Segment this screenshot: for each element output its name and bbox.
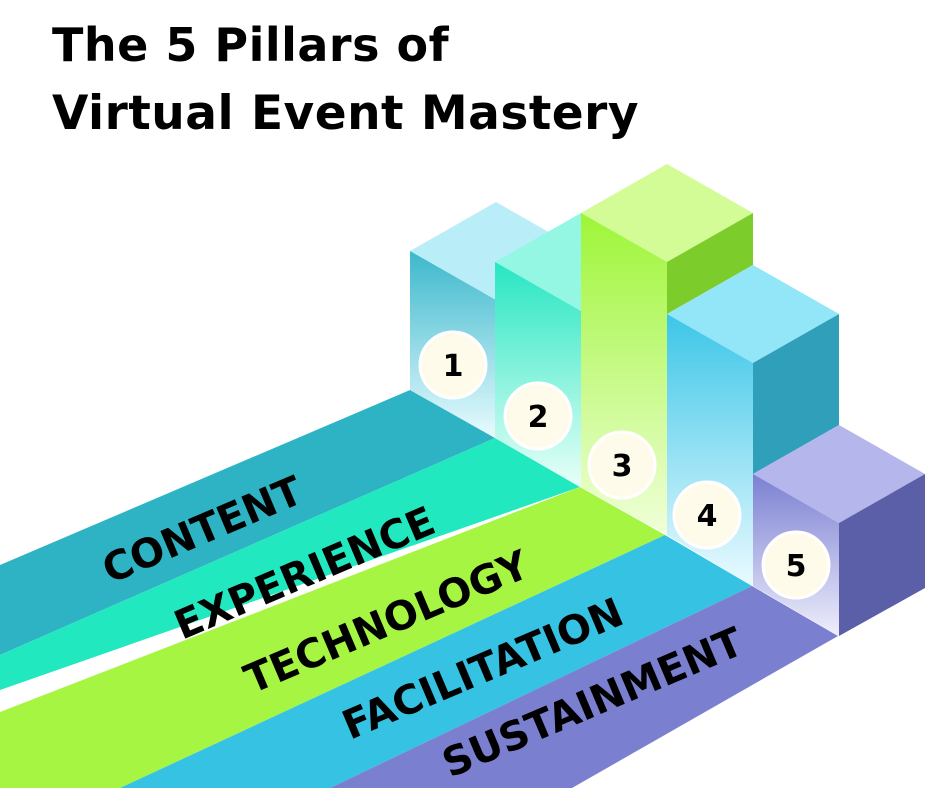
pillar-2-number: 2 [503, 381, 573, 451]
strip-sustainment [330, 586, 838, 788]
pillar-3-number: 3 [587, 430, 657, 500]
title-line-1: The 5 Pillars of [52, 18, 450, 72]
pillar-1-number: 1 [418, 330, 488, 400]
pillar-5-number: 5 [761, 530, 831, 600]
pillar-4-number: 4 [672, 480, 742, 550]
pillar-1-number-text: 1 [443, 349, 464, 384]
pillar-5-side [839, 474, 925, 636]
pillar-5-number-text: 5 [786, 549, 807, 584]
pillar-3-number-text: 3 [612, 449, 633, 484]
pillar-4-side [753, 314, 839, 474]
strip-technology [0, 487, 665, 788]
pillar-3-side [667, 213, 753, 314]
strip-content [0, 390, 495, 655]
pillar-4-number-text: 4 [697, 499, 718, 534]
title-line-2: Virtual Event Mastery [52, 86, 639, 141]
strip-facilitation [120, 535, 752, 788]
pillar-2-number-text: 2 [528, 400, 549, 435]
strip-experience [0, 438, 580, 712]
